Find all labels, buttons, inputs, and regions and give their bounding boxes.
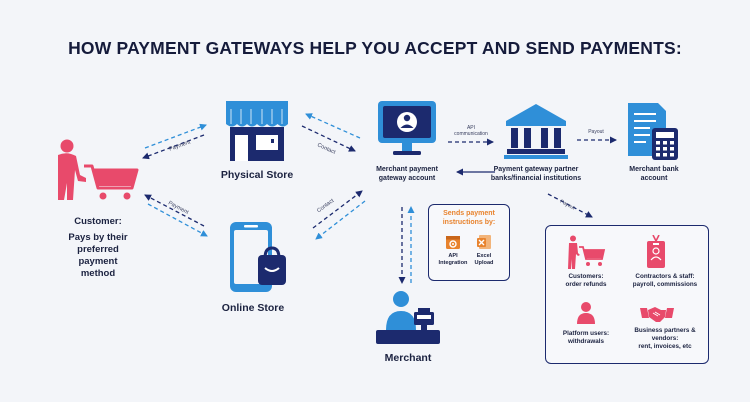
flow-arrows bbox=[142, 113, 617, 284]
customer-title: Customer: bbox=[74, 216, 122, 227]
payout-contractors-line: payroll, commissions bbox=[632, 281, 698, 288]
bank-statement-calculator-icon bbox=[628, 103, 678, 160]
physical-store-label: Physical Store bbox=[220, 169, 294, 181]
monitor-user-icon bbox=[378, 101, 436, 155]
payout-customers-line: order refunds bbox=[565, 281, 607, 288]
gateway-account-label: Merchant payment gateway account bbox=[357, 166, 457, 183]
platform-user-icon bbox=[577, 302, 595, 324]
excel-upload-line: Excel bbox=[476, 253, 492, 259]
customer-label: Customer: Pays by their preferred paymen… bbox=[48, 216, 148, 280]
staff-badge-icon bbox=[647, 235, 665, 268]
api-integration-label: API Integration bbox=[433, 253, 473, 267]
api-integration-line: Integration bbox=[438, 260, 468, 266]
phone-store-icon bbox=[230, 222, 286, 292]
partner-banks-line: Payment gateway partner bbox=[493, 166, 579, 173]
payout-label-right: Payout bbox=[588, 129, 604, 135]
instructions-heading-line: Sends payment bbox=[443, 210, 495, 217]
arrow-store-to-gateway bbox=[301, 125, 356, 152]
merchant-bank-label: Merchant bank account bbox=[618, 166, 690, 183]
arrow-store-to-customer bbox=[142, 134, 205, 160]
instructions-heading-line: instructions by: bbox=[442, 218, 496, 226]
payout-platform-label: Platform users: withdrawals bbox=[546, 330, 626, 346]
payout-customers-line: Customers: bbox=[568, 273, 604, 280]
payout-partners-line: Business partners & bbox=[634, 327, 696, 334]
api-integration-icon bbox=[446, 236, 460, 249]
merchant-label: Merchant bbox=[384, 352, 432, 364]
api-integration-line: API bbox=[448, 253, 458, 259]
customer-sub-line: method bbox=[80, 268, 116, 279]
payout-contractors-line: Contractors & staff: bbox=[635, 273, 695, 280]
api-communication-line: API bbox=[466, 125, 476, 131]
excel-upload-icon bbox=[477, 235, 491, 249]
payout-platform-line: withdrawals bbox=[567, 338, 605, 345]
arrow-contact-to-online bbox=[315, 200, 366, 240]
arrow-banks-to-payouts bbox=[547, 193, 593, 218]
partner-banks-label: Payment gateway partner banks/financial … bbox=[480, 166, 592, 183]
arrow-contact-to-store bbox=[305, 113, 361, 139]
gateway-account-line: Merchant payment bbox=[376, 166, 438, 173]
instructions-heading: Sends payment instructions by: bbox=[429, 210, 509, 227]
merchant-bank-line: account bbox=[640, 174, 668, 182]
arrow-online-to-gateway bbox=[312, 190, 363, 229]
payout-platform-line: Platform users: bbox=[562, 330, 610, 337]
payouts-box: Customers: order refunds Contractors & s… bbox=[545, 225, 709, 364]
arrow-payment-to-store bbox=[144, 123, 207, 149]
bank-icon bbox=[504, 104, 568, 159]
payout-partners-label: Business partners & vendors: rent, invoi… bbox=[622, 327, 708, 351]
partner-banks-line: banks/financial institutions bbox=[490, 174, 582, 182]
payment-instructions-box: Sends payment instructions by: API Integ… bbox=[428, 204, 510, 281]
payout-contractors-label: Contractors & staff: payroll, commission… bbox=[622, 273, 708, 289]
merchant-register-icon bbox=[376, 291, 440, 344]
customer-sub-line: preferred bbox=[77, 244, 119, 255]
online-store-label: Online Store bbox=[221, 302, 285, 314]
payout-customers-label: Customers: order refunds bbox=[546, 273, 626, 289]
excel-upload-label: Excel Upload bbox=[466, 253, 502, 267]
customer-refund-cart-icon bbox=[568, 235, 606, 269]
api-communication-label: API communication bbox=[446, 125, 496, 137]
payout-partners-line: rent, invoices, etc bbox=[638, 343, 692, 350]
customer-sub-line: payment bbox=[78, 256, 118, 267]
store-icon bbox=[226, 101, 288, 161]
api-communication-line: communication bbox=[454, 131, 488, 137]
excel-upload-line: Upload bbox=[474, 260, 494, 266]
merchant-bank-line: Merchant bank bbox=[629, 166, 679, 173]
page-title: HOW PAYMENT GATEWAYS HELP YOU ACCEPT AND… bbox=[68, 38, 682, 58]
customer-sub-line: Pays by their bbox=[68, 232, 128, 243]
gateway-account-line: gateway account bbox=[378, 174, 436, 182]
payout-partners-line: vendors: bbox=[651, 335, 679, 342]
handshake-icon bbox=[640, 307, 674, 322]
customer-cart-icon bbox=[58, 139, 139, 200]
